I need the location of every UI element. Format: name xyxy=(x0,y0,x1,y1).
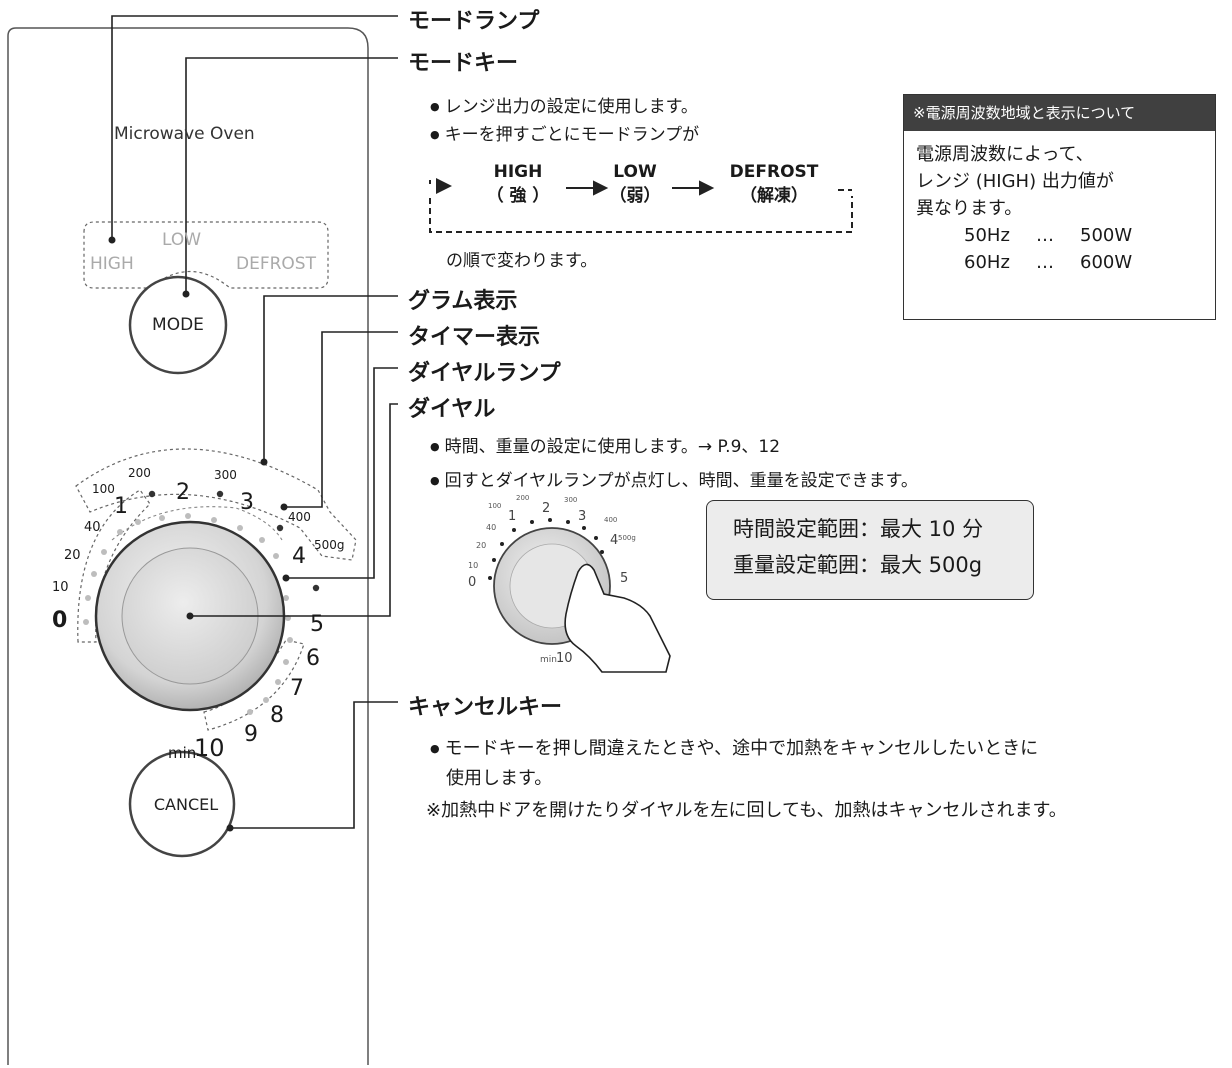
gram-mark-400: 400 xyxy=(288,510,311,524)
range-weight: 重量設定範囲：最大 500g xyxy=(733,553,983,577)
freq-50-hz: 50Hz xyxy=(964,225,1010,246)
sequence-loop xyxy=(429,196,853,233)
gram-mark-300: 300 xyxy=(214,468,237,482)
mini-time-40: 40 xyxy=(486,523,496,532)
cancel-desc-1-cont: 使用します。 xyxy=(446,768,553,789)
mini-num-4: 4 xyxy=(610,533,618,548)
frequency-note-title: ※電源周波数地域と表示について xyxy=(904,95,1215,131)
sequence-defrost: DEFROST （解凍） xyxy=(712,160,836,208)
sequence-high-name: HIGH xyxy=(493,162,543,182)
mode-key-desc-1: レンジ出力の設定に使用します。 xyxy=(430,92,698,117)
frequency-note-body: 電源周波数によって、 レンジ (HIGH) 出力値が 異なります。 50Hz …… xyxy=(904,131,1215,276)
freq-60-watt: 600W xyxy=(1080,252,1133,273)
mini-num-10: 10 xyxy=(556,651,573,666)
mini-gram-200: 200 xyxy=(516,494,529,502)
sequence-high: HIGH （ 強 ） xyxy=(470,160,566,208)
dial-number-4: 4 xyxy=(292,544,306,569)
frequency-row-60hz: 60Hz … 600W xyxy=(916,249,1215,276)
time-mark-0: 0 xyxy=(52,608,68,633)
callout-gram-display: グラム表示 xyxy=(408,289,518,314)
mode-lamp-region xyxy=(83,221,329,289)
mode-lamp-defrost: DEFROST xyxy=(236,254,316,274)
callout-dial-lamp: ダイヤルランプ xyxy=(408,361,561,386)
freq-60-sep: … xyxy=(1036,252,1054,273)
dial-number-10: 10 xyxy=(194,734,225,762)
callout-mode-lamp: モードランプ xyxy=(408,9,540,34)
mini-gram-300: 300 xyxy=(564,496,577,504)
mini-num-2: 2 xyxy=(542,501,550,516)
dial-number-7: 7 xyxy=(290,676,304,701)
dial-number-2: 2 xyxy=(176,480,190,505)
cancel-note: ※加熱中ドアを開けたりダイヤルを左に回しても、加熱はキャンセルされます。 xyxy=(426,800,1067,821)
sequence-high-jp: （ 強 ） xyxy=(486,186,550,206)
mode-key-desc-2: キーを押すごとにモードランプが xyxy=(430,120,700,145)
mode-button[interactable]: MODE xyxy=(152,315,204,335)
frequency-note-line2: レンジ (HIGH) 出力値が xyxy=(916,171,1114,192)
cancel-button[interactable]: CANCEL xyxy=(153,795,219,814)
mini-time-20: 20 xyxy=(476,541,486,550)
freq-50-sep: … xyxy=(1036,225,1054,246)
panel-outline xyxy=(7,27,369,1065)
gram-mark-200: 200 xyxy=(128,466,151,480)
mode-lamp-high: HIGH xyxy=(90,254,134,274)
sequence-low-jp: （弱） xyxy=(609,186,661,206)
dial-lamp-dots xyxy=(83,513,293,715)
dial-number-1: 1 xyxy=(114,494,128,519)
dial-desc-1: 時間、重量の設定に使用します。→ P.9、12 xyxy=(430,432,780,457)
time-mark-10: 10 xyxy=(52,580,69,595)
frequency-note-line1: 電源周波数によって、 xyxy=(916,144,1094,165)
gram-arc-region xyxy=(75,448,357,561)
gram-mark-100: 100 xyxy=(92,482,115,496)
frequency-note-line3: 異なります。 xyxy=(916,198,1023,219)
sequence-low: LOW （弱） xyxy=(600,160,670,208)
sequence-start-arrow xyxy=(436,178,452,194)
time-arc-lower xyxy=(203,639,305,731)
freq-50-watt: 500W xyxy=(1080,225,1133,246)
mini-gram-500g: 500g xyxy=(618,534,636,542)
mode-lamp-low: LOW xyxy=(162,230,202,250)
brand-label: Microwave Oven xyxy=(114,124,255,144)
time-mark-20: 20 xyxy=(64,548,81,563)
frequency-row-50hz: 50Hz … 500W xyxy=(916,222,1215,249)
sequence-low-name: LOW xyxy=(613,162,657,182)
callout-cancel-key: キャンセルキー xyxy=(408,695,563,720)
mini-num-1: 1 xyxy=(508,509,516,524)
freq-60-hz: 60Hz xyxy=(964,252,1010,273)
cancel-desc-1: モードキーを押し間違えたときや、途中で加熱をキャンセルしたいときに xyxy=(430,734,1038,760)
dial-dark-dots xyxy=(148,490,320,592)
mode-button-ring xyxy=(128,275,228,375)
mini-num-0: 0 xyxy=(468,575,476,590)
mini-dial-illustration: 100 200 300 400 500g 10 20 40 0 1 2 3 4 … xyxy=(468,494,671,673)
gram-mark-500g: 500g xyxy=(314,538,345,552)
dial-number-3: 3 xyxy=(240,490,254,515)
dial-min-label: min xyxy=(168,744,197,762)
cancel-button-ring xyxy=(128,750,236,858)
frequency-note-box: ※電源周波数地域と表示について 電源周波数によって、 レンジ (HIGH) 出力… xyxy=(903,94,1216,320)
dial-desc-2: 回すとダイヤルランプが点灯し、時間、重量を設定できます。 xyxy=(430,466,918,491)
range-time: 時間設定範囲：最大 10 分 xyxy=(733,517,984,541)
dial-number-8: 8 xyxy=(270,703,284,728)
dial-number-6: 6 xyxy=(306,646,320,671)
setting-range-box: 時間設定範囲：最大 10 分 重量設定範囲：最大 500g xyxy=(706,500,1034,600)
dial-number-9: 9 xyxy=(244,722,258,747)
mini-min-label: min xyxy=(540,655,557,665)
sequence-defrost-name: DEFROST xyxy=(729,162,819,182)
leader-lines xyxy=(111,15,398,829)
leader-dots xyxy=(108,236,290,832)
mini-gram-400: 400 xyxy=(604,516,617,524)
callout-timer-display: タイマー表示 xyxy=(408,325,541,350)
hand-icon xyxy=(564,563,671,673)
mini-time-10: 10 xyxy=(468,561,478,570)
sequence-after: の順で変わります。 xyxy=(446,251,598,271)
callout-mode-key: モードキー xyxy=(408,51,519,76)
sequence-arrows xyxy=(566,180,715,196)
mini-gram-100: 100 xyxy=(488,502,501,510)
mini-num-5: 5 xyxy=(620,571,628,586)
sequence-defrost-jp: （解凍） xyxy=(740,186,808,206)
time-mark-40: 40 xyxy=(84,520,101,535)
callout-dial: ダイヤル xyxy=(408,397,496,422)
dial-number-5: 5 xyxy=(310,612,324,637)
mini-num-3: 3 xyxy=(578,509,586,524)
